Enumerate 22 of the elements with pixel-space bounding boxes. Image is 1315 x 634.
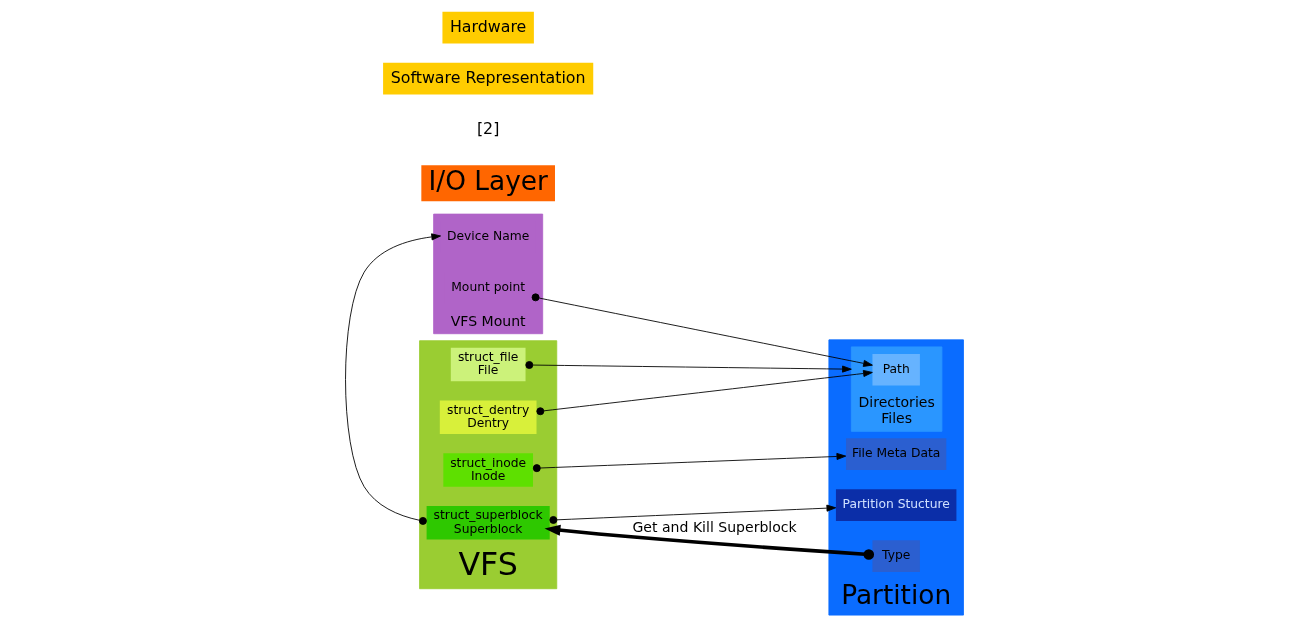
node-text: Device Name <box>446 229 529 244</box>
node-box: struct_file File <box>450 347 526 382</box>
node-box: struct_inode Inode <box>442 453 533 487</box>
label: [2] <box>476 118 499 138</box>
node-box: struct_superblock Superblock <box>426 506 550 540</box>
label: Software Representation <box>390 67 586 87</box>
node-box: Path <box>871 353 920 386</box>
arrow <box>544 524 874 560</box>
node-box: I/O Layer <box>420 165 555 202</box>
node-box: Partition Stucture <box>835 489 956 521</box>
arrow <box>524 361 852 373</box>
arrow <box>535 369 873 416</box>
edge-label: Get and Kill Superblock <box>631 519 797 536</box>
node-box: Type <box>871 540 920 572</box>
node-text: Mount point <box>450 280 525 295</box>
arrow <box>344 233 441 525</box>
node-box: struct_dentry Dentry <box>439 400 537 434</box>
arrow <box>531 293 873 367</box>
node-box: File Meta Data <box>845 438 946 470</box>
label: Hardware <box>449 16 526 36</box>
arrow <box>532 452 846 473</box>
arrow <box>548 504 836 524</box>
